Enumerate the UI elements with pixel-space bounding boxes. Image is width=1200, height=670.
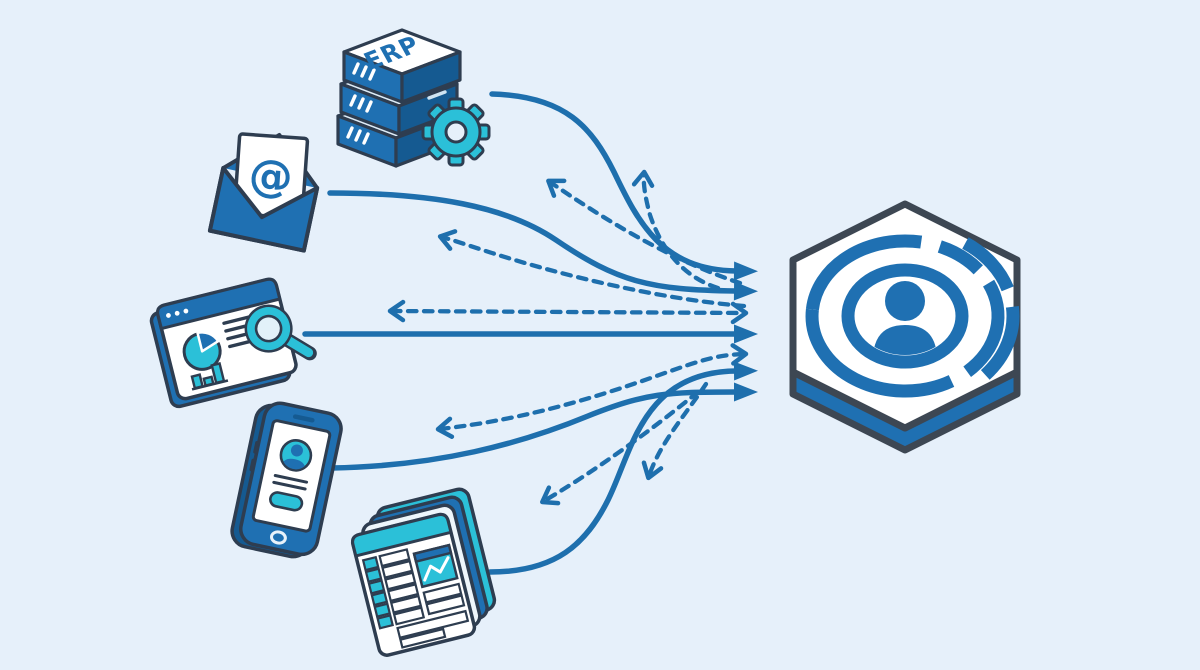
side-button bbox=[249, 458, 256, 472]
browser-dots bbox=[166, 308, 189, 318]
sheet-chart bbox=[412, 543, 459, 589]
sheet-grid bbox=[361, 548, 470, 649]
dashed-arrow-lower-bidirectional bbox=[435, 343, 749, 439]
gear-icon bbox=[421, 97, 491, 167]
side-button bbox=[253, 441, 260, 454]
flow-arrows bbox=[302, 91, 758, 575]
email-envelope-icon: @ bbox=[207, 132, 320, 253]
sheet-header bbox=[351, 512, 453, 558]
letter: @ bbox=[232, 132, 310, 220]
envelope-front bbox=[207, 166, 320, 253]
home-button bbox=[269, 530, 287, 545]
dashed-arrow-horizontal-bidirectional bbox=[387, 299, 749, 325]
bar-chart bbox=[190, 362, 229, 391]
customer-profile-hexagon-icon bbox=[789, 200, 1021, 454]
person-silhouette bbox=[873, 281, 937, 355]
at-symbol: @ bbox=[247, 150, 294, 204]
customer-rings-emblem bbox=[805, 234, 1020, 398]
flow-spreadsheet-to-hub bbox=[487, 361, 758, 575]
flow-erp-to-hub bbox=[489, 91, 758, 281]
action-pill bbox=[269, 491, 304, 512]
pie-chart bbox=[182, 331, 222, 371]
mobile-phone-icon bbox=[230, 401, 343, 559]
speaker bbox=[292, 414, 315, 423]
flow-phone-to-hub bbox=[329, 382, 758, 471]
contact-lines bbox=[272, 474, 309, 491]
contact-avatar bbox=[279, 439, 313, 472]
erp-server-stack-icon: ERP bbox=[336, 28, 491, 168]
dashed-arrow-down bbox=[641, 381, 709, 481]
flow-email-to-hub bbox=[327, 190, 758, 301]
analytics-report-icon bbox=[149, 277, 317, 409]
spreadsheet-icon bbox=[350, 487, 497, 657]
dashed-arrow-up bbox=[631, 169, 721, 291]
browser-header bbox=[156, 277, 282, 331]
dashed-arrow-up-left-1 bbox=[546, 178, 743, 286]
dashed-arrow-up-left-2 bbox=[437, 229, 747, 309]
magnifier-icon bbox=[244, 304, 317, 361]
